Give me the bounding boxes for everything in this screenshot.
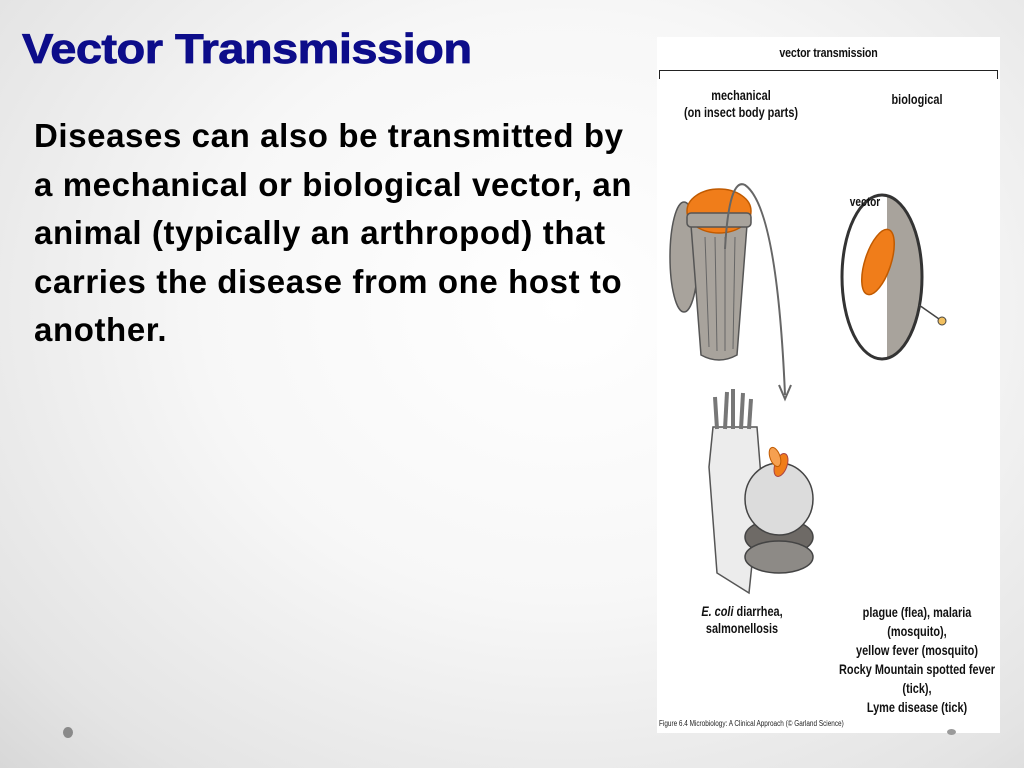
figure-bracket bbox=[659, 70, 998, 79]
biological-label: biological bbox=[891, 91, 943, 107]
food-with-fly-icon bbox=[708, 389, 814, 595]
ecoli-italic: E. coli bbox=[701, 603, 734, 619]
slide-title: Vector Transmission bbox=[22, 25, 473, 72]
figure-title: vector transmission bbox=[779, 45, 878, 60]
vector-label: vector bbox=[849, 194, 881, 209]
decorative-bullet-dot bbox=[63, 727, 73, 738]
figure-caption: Figure 6.4 Microbiology: A Clinical Appr… bbox=[659, 719, 844, 728]
vector-transmission-figure: vector transmission mechanical (on insec… bbox=[657, 37, 1000, 733]
mechanical-label: mechanical (on insect body parts) bbox=[683, 87, 799, 120]
trash-can-icon bbox=[669, 188, 752, 361]
figure-illustration bbox=[669, 183, 947, 595]
vector-magnifier-icon bbox=[840, 193, 947, 361]
biological-diseases: plague (flea), malaria (mosquito), yello… bbox=[839, 604, 995, 715]
slide-body-text: Diseases can also be transmitted by a me… bbox=[34, 117, 633, 348]
mechanical-diseases: E. coli diarrhea, salmonellosis bbox=[701, 603, 783, 636]
decorative-bullet-dot-right bbox=[947, 729, 956, 735]
